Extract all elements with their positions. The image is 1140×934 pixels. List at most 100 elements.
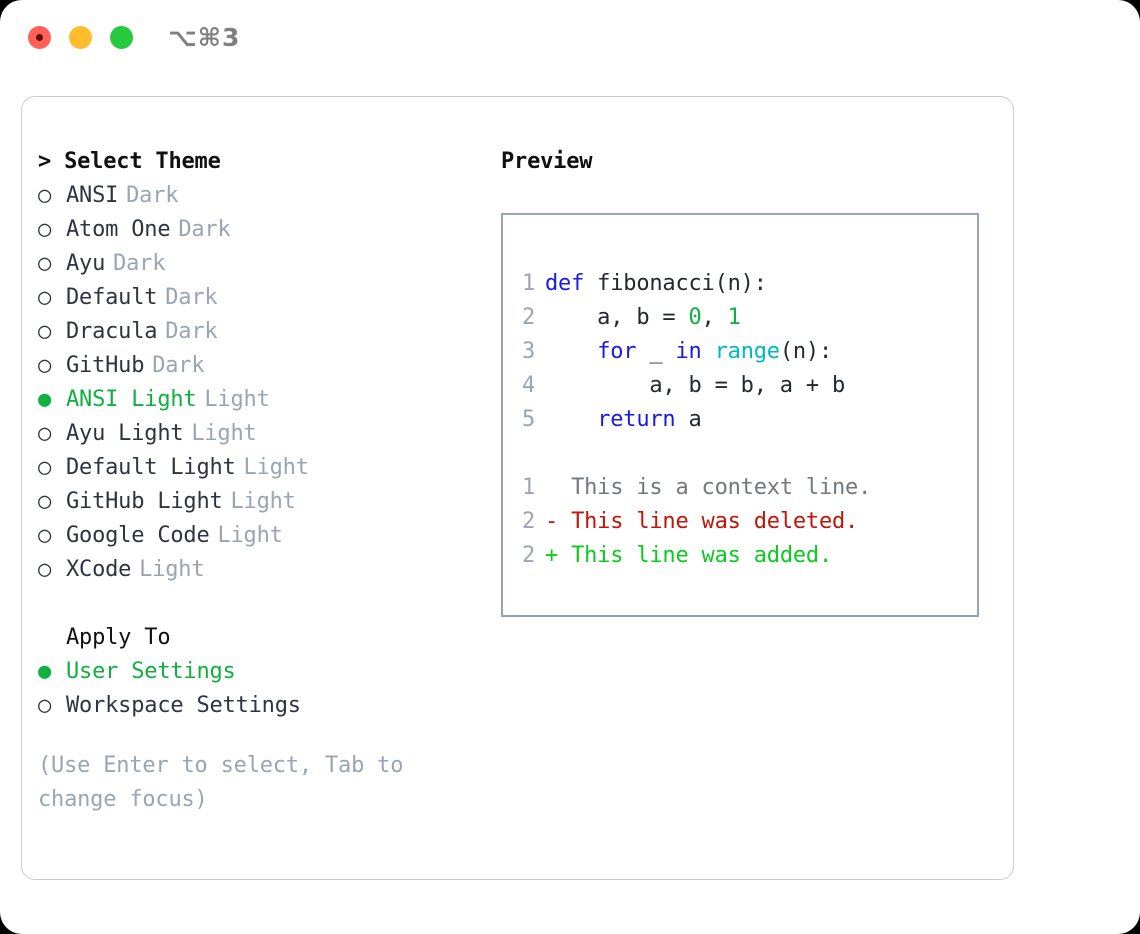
- apply-to-list: ● User Settings ○ Workspace Settings: [38, 655, 488, 723]
- code-token-plain: a: [675, 407, 702, 432]
- theme-option-tag: Dark: [165, 319, 218, 344]
- line-number: 1: [521, 271, 535, 296]
- traffic-light-buttons: [28, 26, 133, 49]
- code-token-kw: for: [597, 339, 637, 364]
- theme-option-default-light[interactable]: ○ Default Light Light: [38, 451, 488, 485]
- code-token-kw: return: [597, 407, 676, 432]
- line-number: 5: [521, 407, 535, 432]
- theme-option-tag: Light: [217, 523, 283, 548]
- keyboard-hint-text: (Use Enter to select, Tab to change focu…: [38, 753, 404, 812]
- radio-unselected-icon: ○: [38, 523, 52, 548]
- theme-option-tag: Dark: [165, 285, 218, 310]
- code-line: 3 for _ in range(n):: [503, 335, 977, 369]
- code-token-fn: range: [714, 339, 780, 364]
- apply-to-heading: Apply To: [66, 625, 171, 650]
- preview-heading: Preview: [501, 149, 593, 174]
- theme-option-tag: Dark: [152, 353, 205, 378]
- theme-option-label: Dracula: [66, 319, 158, 344]
- select-theme-heading: > Select Theme: [38, 149, 221, 174]
- theme-option-github[interactable]: ○ GitHub Dark: [38, 349, 488, 383]
- apply-to-option-label: Workspace Settings: [66, 693, 301, 718]
- theme-option-label: Default Light: [66, 455, 236, 480]
- code-line: 1 def fibonacci(n):: [503, 267, 977, 301]
- diff-line-context: 1 This is a context line.: [503, 471, 977, 505]
- code-token-num: 1: [727, 305, 741, 330]
- code-line-text: for _ in range(n):: [545, 335, 832, 369]
- radio-unselected-icon: ○: [38, 455, 52, 480]
- theme-option-tag: Light: [243, 455, 309, 480]
- code-token-kw: def: [545, 271, 585, 296]
- theme-option-tag: Dark: [126, 183, 179, 208]
- theme-option-label: Ayu: [66, 251, 106, 276]
- radio-selected-icon: ●: [38, 659, 52, 684]
- radio-selected-icon: ●: [38, 387, 52, 412]
- diff-line-del: 2- This line was deleted.: [503, 505, 977, 539]
- apply-to-option-user-settings[interactable]: ● User Settings: [38, 655, 488, 689]
- radio-unselected-icon: ○: [38, 489, 52, 514]
- line-number: 2: [521, 305, 535, 330]
- radio-unselected-icon: ○: [38, 251, 52, 276]
- theme-option-label: Ayu Light: [66, 421, 184, 446]
- code-token-plain: [545, 339, 597, 364]
- close-button-icon[interactable]: [28, 26, 51, 49]
- radio-unselected-icon: ○: [38, 285, 52, 310]
- theme-option-label: Google Code: [66, 523, 210, 548]
- theme-option-ayu[interactable]: ○ Ayu Dark: [38, 247, 488, 281]
- code-line: 5 return a: [503, 403, 977, 437]
- theme-option-ansi[interactable]: ○ ANSI Dark: [38, 179, 488, 213]
- theme-option-label: GitHub: [66, 353, 145, 378]
- theme-option-label: GitHub Light: [66, 489, 223, 514]
- apply-to-option-workspace-settings[interactable]: ○ Workspace Settings: [38, 689, 488, 723]
- diff-line-text: This is a context line.: [571, 475, 872, 500]
- theme-option-label: Atom One: [66, 217, 171, 242]
- code-line-text: a, b = 0, 1: [545, 301, 741, 335]
- line-number: 2: [521, 543, 535, 568]
- diff-line-add: 2 + This line was added.: [503, 539, 977, 573]
- radio-unselected-icon: ○: [38, 693, 52, 718]
- theme-option-label: XCode: [66, 557, 132, 582]
- diff-marker: [545, 471, 571, 505]
- code-token-plain: ,: [701, 305, 728, 330]
- code-token-plain: a, b = b, a + b: [545, 373, 846, 398]
- radio-unselected-icon: ○: [38, 353, 52, 378]
- theme-option-tag: Light: [204, 387, 270, 412]
- line-number: 3: [521, 339, 535, 364]
- code-line-text: return a: [545, 403, 702, 437]
- apply-to-option-label: User Settings: [66, 659, 236, 684]
- keyboard-shortcut-label: ⌥⌘3: [168, 23, 241, 52]
- theme-option-tag: Dark: [113, 251, 166, 276]
- code-token-plain: [702, 339, 715, 364]
- code-token-plain: (n):: [779, 339, 833, 364]
- theme-option-label: ANSI: [66, 183, 119, 208]
- diff-marker: +: [545, 543, 572, 568]
- code-line-text: def fibonacci(n):: [545, 267, 767, 301]
- radio-unselected-icon: ○: [38, 183, 52, 208]
- diff-line-text: This line was added.: [571, 543, 832, 568]
- radio-unselected-icon: ○: [38, 421, 52, 446]
- code-line-text: a, b = b, a + b: [545, 369, 845, 403]
- theme-option-ansi-light[interactable]: ● ANSI Light Light: [38, 383, 488, 417]
- theme-option-google-code[interactable]: ○ Google Code Light: [38, 519, 488, 553]
- theme-option-label: ANSI Light: [66, 387, 197, 412]
- line-number: 1: [521, 475, 535, 500]
- diff-marker: -: [545, 509, 572, 534]
- radio-unselected-icon: ○: [38, 217, 52, 242]
- code-token-kw: in: [675, 339, 702, 364]
- radio-unselected-icon: ○: [38, 557, 52, 582]
- code-token-plain: fibonacci(n):: [584, 271, 767, 296]
- maximize-button-icon[interactable]: [110, 26, 133, 49]
- minimize-button-icon[interactable]: [69, 26, 92, 49]
- code-line: 2 a, b = 0, 1: [503, 301, 977, 335]
- code-token-plain: _: [636, 339, 676, 364]
